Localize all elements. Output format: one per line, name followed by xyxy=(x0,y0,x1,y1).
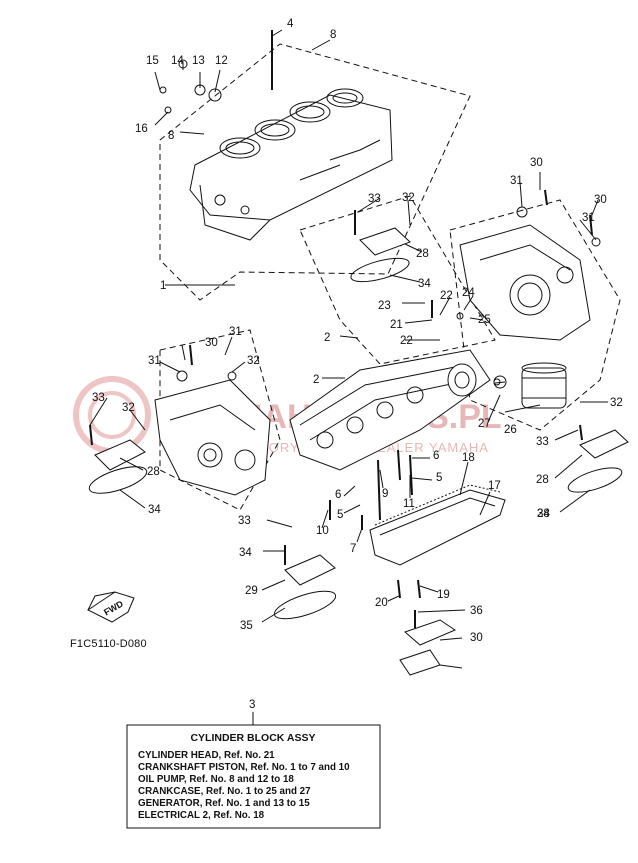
callout-number: 29 xyxy=(245,585,258,597)
callout-number: 32 xyxy=(610,397,623,409)
callout-number: 36 xyxy=(470,605,483,617)
assy-line: OIL PUMP, Ref. No. 8 and 12 to 18 xyxy=(138,774,294,785)
callout-number: 8 xyxy=(168,130,174,142)
mount-bracket-top xyxy=(350,227,411,283)
callout-number: 9 xyxy=(382,488,388,500)
right-case-outline xyxy=(449,199,621,431)
callout-number: 6 xyxy=(335,489,341,501)
callout-number: 8 xyxy=(330,29,336,41)
callout-number: 34 xyxy=(418,278,431,290)
callout-number: 2 xyxy=(313,374,319,386)
callout-number: 28 xyxy=(147,466,160,478)
callout-number: 10 xyxy=(316,525,329,537)
mount-bracket-right xyxy=(567,429,629,493)
callout-number: 32 xyxy=(402,192,415,204)
callout-number: 20 xyxy=(375,597,388,609)
callout-number: 18 xyxy=(462,452,475,464)
callout-number: 34 xyxy=(537,508,550,520)
callout-number: 1 xyxy=(160,280,166,292)
assy-line: CYLINDER HEAD, Ref. No. 21 xyxy=(138,750,275,761)
callout-number: 22 xyxy=(440,290,453,302)
callout-number: 30 xyxy=(205,337,218,349)
callout-number: 32 xyxy=(247,355,260,367)
cylinder-block xyxy=(189,88,393,241)
callout-number: 28 xyxy=(536,474,549,486)
forward-arrow-icon: FWD xyxy=(87,591,135,623)
assy-box: 3 CYLINDER BLOCK ASSY CYLINDER HEAD, Ref… xyxy=(126,699,381,829)
mount-bracket-bottom xyxy=(273,554,337,620)
watermark-logo-icon xyxy=(73,376,151,454)
callout-number: 7 xyxy=(350,543,356,555)
callout-number: 15 xyxy=(146,55,159,67)
callout-number: 33 xyxy=(368,193,381,205)
callout-number: 30 xyxy=(530,157,543,169)
callout-number: 11 xyxy=(403,498,415,510)
callout-number: 31 xyxy=(148,355,161,367)
sensor-29 xyxy=(399,619,457,676)
callout-number: 22 xyxy=(400,335,413,347)
callout-number: 27 xyxy=(478,418,491,430)
right-crankcase xyxy=(459,224,591,341)
callout-number: 2 xyxy=(324,332,330,344)
callout-number: 16 xyxy=(135,123,148,135)
callout-number: 19 xyxy=(437,589,450,601)
callout-number: 25 xyxy=(478,314,491,326)
callout-number: 13 xyxy=(192,55,205,67)
callout-number: 32 xyxy=(122,402,135,414)
cylinder-head xyxy=(289,349,491,471)
callout-number: 5 xyxy=(436,472,442,484)
callout-number: 6 xyxy=(433,450,439,462)
callout-number: 28 xyxy=(537,508,550,520)
cylinder-group-outline xyxy=(159,43,471,301)
callout-number: 26 xyxy=(504,424,517,436)
callout-number: 33 xyxy=(536,436,549,448)
callout-number: 30 xyxy=(594,194,607,206)
callout-number: 30 xyxy=(470,632,483,644)
callout-number: 5 xyxy=(337,509,343,521)
callout-number: 14 xyxy=(171,55,184,67)
mount-bracket-left xyxy=(88,439,148,494)
callout-number: 17 xyxy=(488,480,501,492)
callout-number: 21 xyxy=(390,319,403,331)
callout-number: 31 xyxy=(510,175,523,187)
callout-number: 23 xyxy=(378,300,391,312)
assy-line: GENERATOR, Ref. No. 1 and 13 to 15 xyxy=(138,798,310,809)
left-crankcase xyxy=(154,379,271,496)
oil-pan xyxy=(369,484,506,566)
callout-number: 34 xyxy=(239,547,252,559)
callout-number: 4 xyxy=(287,18,294,30)
figure-code: F1C5110-D080 xyxy=(70,638,147,650)
callout-labels: 1224556678891011121314151617181920212222… xyxy=(92,18,623,644)
callout-number: 33 xyxy=(92,392,105,404)
callout-number: 12 xyxy=(215,55,228,67)
assy-line: CRANKSHAFT PISTON, Ref. No. 1 to 7 and 1… xyxy=(138,762,350,773)
assy-title: CYLINDER BLOCK ASSY xyxy=(190,732,315,744)
oil-filter xyxy=(521,362,567,409)
callout-number: 33 xyxy=(238,515,251,527)
callout-number: 35 xyxy=(240,620,253,632)
assy-line: CRANKCASE, Ref. No. 1 to 25 and 27 xyxy=(138,786,311,797)
callout-number: 24 xyxy=(462,287,475,299)
callout-number: 28 xyxy=(416,248,429,260)
callout-number: 31 xyxy=(229,326,242,338)
assy-callout: 3 xyxy=(249,699,255,711)
head-group-outline xyxy=(299,195,496,365)
assy-line: ELECTRICAL 2, Ref. No. 18 xyxy=(138,810,265,821)
callout-number: 34 xyxy=(148,504,161,516)
callout-number: 31 xyxy=(582,212,595,224)
